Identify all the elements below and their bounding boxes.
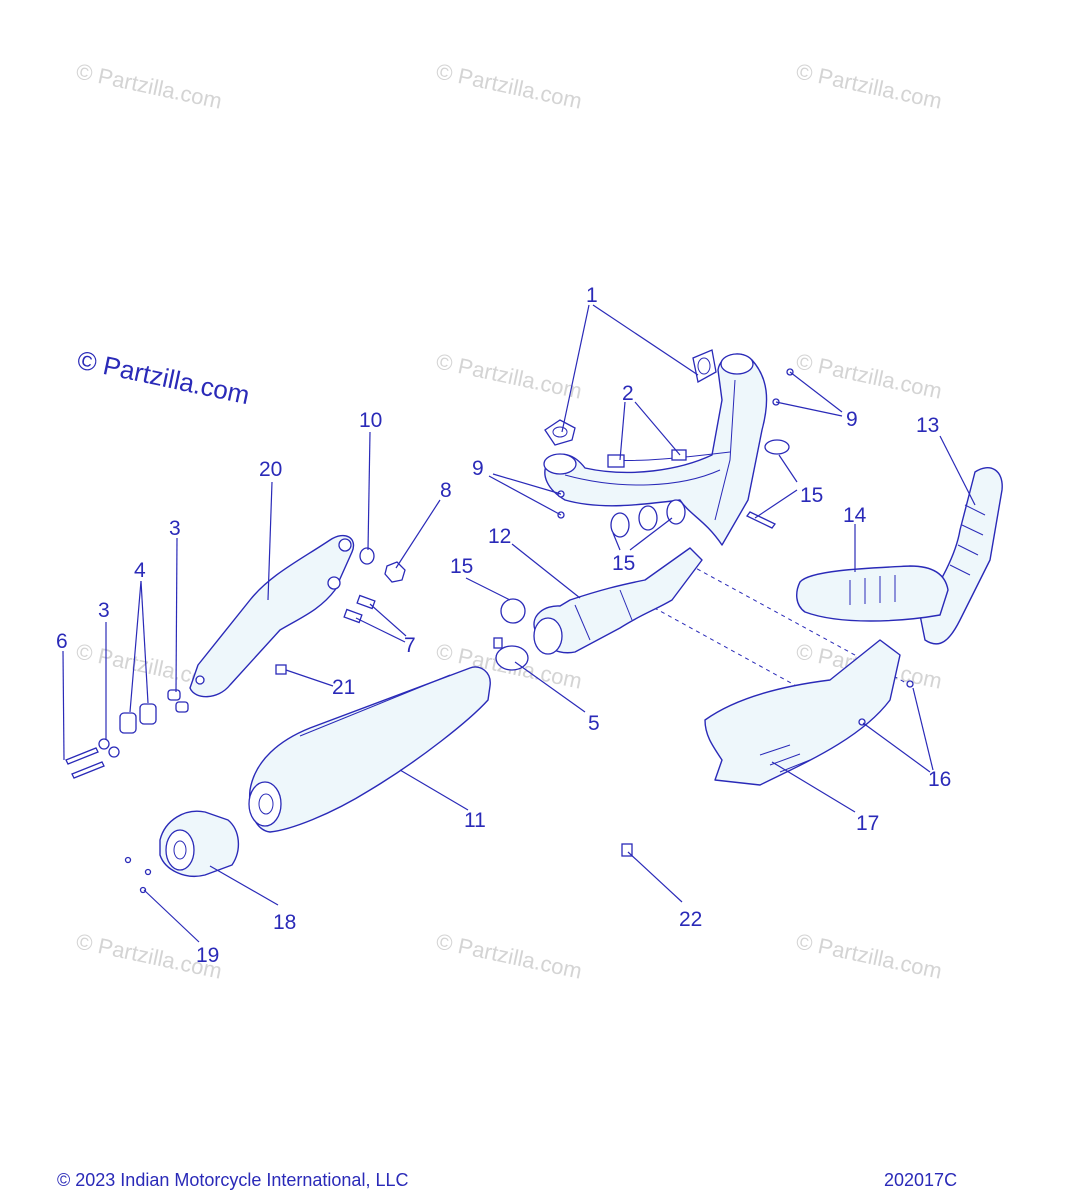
callout-5: 5 [588,712,600,735]
callout-18: 18 [273,911,296,934]
copyright-notice: © 2023 Indian Motorcycle International, … [57,1170,409,1190]
part-seals-15 [500,439,790,624]
drawing-number: 202017C [884,1170,958,1190]
callout-12: 12 [488,525,511,548]
callout-labels: 1 2 9 9 13 10 15 8 20 14 12 3 15 4 15 3 … [56,284,951,967]
callout-15: 15 [450,555,473,578]
callout-21: 21 [332,676,355,699]
callout-1: 1 [586,284,598,307]
callout-15: 15 [612,552,635,575]
part-isolators-3-4 [65,689,189,779]
callout-3: 3 [169,517,181,540]
leader-lines [62,304,976,943]
part-hardware [275,547,633,857]
callout-9: 9 [472,457,484,480]
part-bracket-20 [189,534,355,698]
callout-8: 8 [440,479,452,502]
callout-4: 4 [134,559,146,582]
watermark: © Partzilla.com [434,928,584,983]
callout-3: 3 [98,599,110,622]
part-screws-19 [124,856,152,894]
callout-22: 22 [679,908,702,931]
callout-17: 17 [856,812,879,835]
part-collector-12 [533,547,703,655]
watermark: © Partzilla.com [434,348,584,403]
watermark-main: © Partzilla.com [75,345,253,411]
callout-10: 10 [359,409,382,432]
callout-7: 7 [404,634,416,657]
part-clamp-5 [493,637,529,671]
watermark: © Partzilla.com [794,58,944,113]
callout-2: 2 [622,382,634,405]
callout-13: 13 [916,414,939,437]
part-heat-shield-14 [796,565,949,622]
callout-11: 11 [464,809,486,832]
part-muffler-11 [248,666,491,833]
part-end-cap-18 [159,810,239,877]
alignment-line [689,564,909,685]
part-heat-shield-13 [919,467,1003,645]
callout-9: 9 [846,408,858,431]
watermark: © Partzilla.com [794,928,944,983]
callout-16: 16 [928,768,951,791]
watermark: © Partzilla.com [74,58,224,113]
callout-20: 20 [259,458,282,481]
part-header-pipe [543,353,768,546]
part-gasket-1 [544,349,717,446]
callout-19: 19 [196,944,219,967]
callout-6: 6 [56,630,68,653]
watermark: © Partzilla.com [434,58,584,113]
callout-14: 14 [843,504,867,527]
watermark: © Partzilla.com [794,348,944,403]
callout-15: 15 [800,484,823,507]
